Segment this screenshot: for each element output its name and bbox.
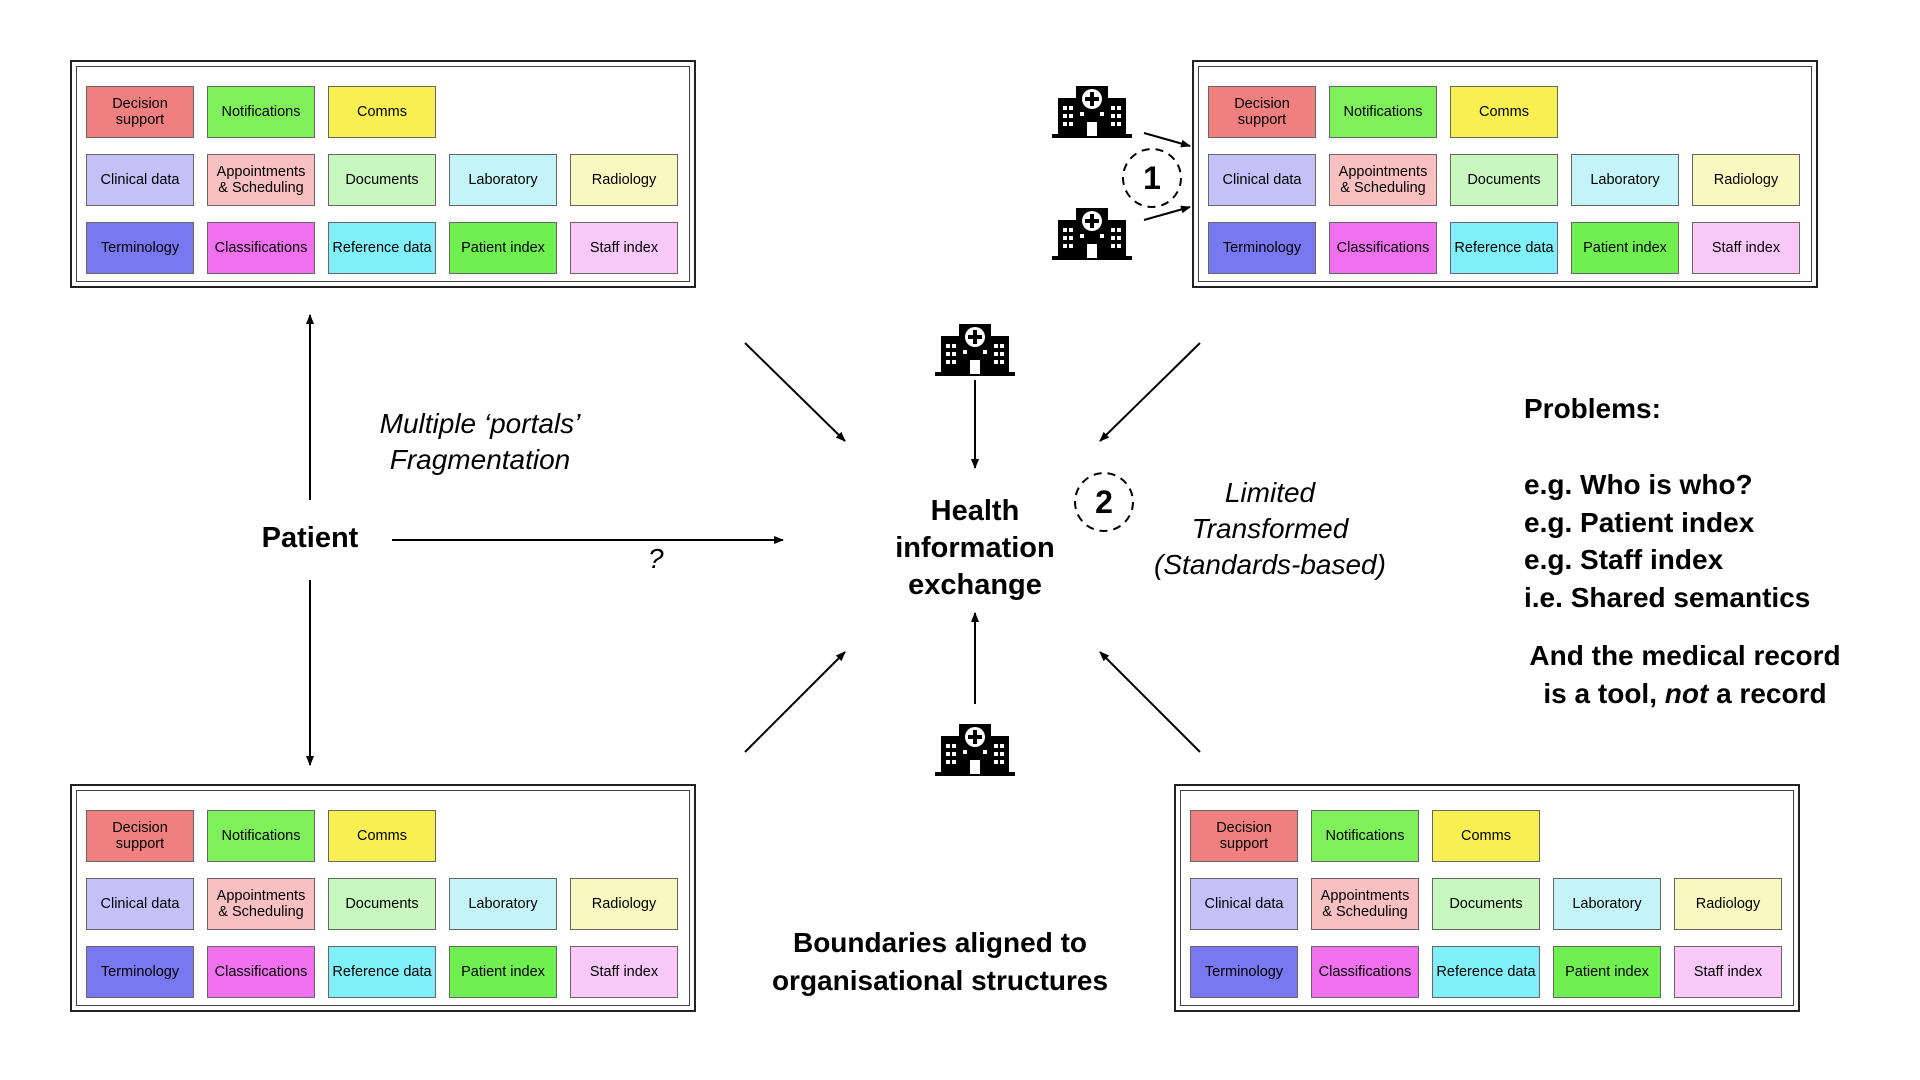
module-patient-index: Patient index bbox=[449, 946, 557, 998]
badge-2-circle bbox=[1074, 472, 1134, 532]
problems-title: Problems: bbox=[1524, 393, 1661, 424]
limited-label: Limited Transformed (Standards-based) bbox=[1154, 477, 1386, 580]
module-clinical-data: Clinical data bbox=[86, 154, 194, 206]
medical-record-note: And the medical record is a tool, not a … bbox=[1500, 637, 1870, 712]
module-terminology: Terminology bbox=[86, 946, 194, 998]
medical-record-suffix: a record bbox=[1708, 677, 1827, 709]
module-notifications: Notifications bbox=[1329, 86, 1437, 138]
module-staff-index: Staff index bbox=[570, 222, 678, 274]
module-notifications: Notifications bbox=[207, 86, 315, 138]
panel-inner bbox=[76, 66, 690, 282]
panel-inner bbox=[76, 790, 690, 1006]
module-reference-data: Reference data bbox=[1432, 946, 1540, 998]
module-appointments-scheduling: Appointments & Scheduling bbox=[207, 878, 315, 930]
module-radiology: Radiology bbox=[1674, 878, 1782, 930]
module-staff-index: Staff index bbox=[1674, 946, 1782, 998]
hospital-icon bbox=[1052, 208, 1132, 260]
badge-1-label: 1 bbox=[1143, 160, 1161, 196]
module-laboratory: Laboratory bbox=[1553, 878, 1661, 930]
module-documents: Documents bbox=[1450, 154, 1558, 206]
module-patient-index: Patient index bbox=[1571, 222, 1679, 274]
patient-label: Patient bbox=[261, 522, 359, 554]
module-clinical-data: Clinical data bbox=[1208, 154, 1316, 206]
module-reference-data: Reference data bbox=[328, 222, 436, 274]
module-appointments-scheduling: Appointments & Scheduling bbox=[1329, 154, 1437, 206]
arrow-topright-to-hie bbox=[1099, 342, 1201, 442]
module-patient-index: Patient index bbox=[1553, 946, 1661, 998]
module-laboratory: Laboratory bbox=[449, 878, 557, 930]
medical-record-prefix: And the medical record is a tool, bbox=[1529, 640, 1841, 709]
module-classifications: Classifications bbox=[1329, 222, 1437, 274]
module-reference-data: Reference data bbox=[328, 946, 436, 998]
module-classifications: Classifications bbox=[1311, 946, 1419, 998]
arrow-bottomright-to-hie bbox=[1099, 651, 1201, 753]
module-patient-index: Patient index bbox=[449, 222, 557, 274]
module-staff-index: Staff index bbox=[570, 946, 678, 998]
module-radiology: Radiology bbox=[570, 154, 678, 206]
module-decision-support: Decision support bbox=[86, 810, 194, 862]
question-mark: ? bbox=[648, 543, 664, 574]
medical-record-emphasis: not bbox=[1664, 677, 1709, 709]
module-terminology: Terminology bbox=[1190, 946, 1298, 998]
arrow-hospital-a-to-panel bbox=[1143, 132, 1191, 148]
module-comms: Comms bbox=[1450, 86, 1558, 138]
module-clinical-data: Clinical data bbox=[86, 878, 194, 930]
panel-inner bbox=[1198, 66, 1812, 282]
hospital-icon bbox=[935, 324, 1015, 376]
module-decision-support: Decision support bbox=[86, 86, 194, 138]
badge-1-circle bbox=[1122, 148, 1182, 208]
module-classifications: Classifications bbox=[207, 946, 315, 998]
module-staff-index: Staff index bbox=[1692, 222, 1800, 274]
module-radiology: Radiology bbox=[570, 878, 678, 930]
arrow-hospital-b-to-panel bbox=[1143, 205, 1191, 221]
problems-list: e.g. Who is who? e.g. Patient index e.g.… bbox=[1524, 469, 1811, 613]
panel-inner bbox=[1180, 790, 1794, 1006]
module-comms: Comms bbox=[328, 86, 436, 138]
portals-label: Multiple ‘portals’ Fragmentation bbox=[379, 408, 581, 475]
module-documents: Documents bbox=[328, 878, 436, 930]
module-notifications: Notifications bbox=[207, 810, 315, 862]
module-terminology: Terminology bbox=[86, 222, 194, 274]
badge-2-label: 2 bbox=[1095, 484, 1113, 520]
module-notifications: Notifications bbox=[1311, 810, 1419, 862]
arrow-topleft-to-hie bbox=[744, 342, 846, 442]
hie-label: Health information exchange bbox=[895, 495, 1055, 601]
module-laboratory: Laboratory bbox=[1571, 154, 1679, 206]
module-decision-support: Decision support bbox=[1208, 86, 1316, 138]
module-decision-support: Decision support bbox=[1190, 810, 1298, 862]
module-appointments-scheduling: Appointments & Scheduling bbox=[1311, 878, 1419, 930]
boundaries-label: Boundaries aligned to organisational str… bbox=[771, 927, 1109, 996]
module-comms: Comms bbox=[1432, 810, 1540, 862]
module-comms: Comms bbox=[328, 810, 436, 862]
hospital-icon bbox=[935, 724, 1015, 776]
module-clinical-data: Clinical data bbox=[1190, 878, 1298, 930]
module-documents: Documents bbox=[1432, 878, 1540, 930]
arrow-bottomleft-to-hie bbox=[744, 651, 846, 753]
module-classifications: Classifications bbox=[207, 222, 315, 274]
module-laboratory: Laboratory bbox=[449, 154, 557, 206]
module-documents: Documents bbox=[328, 154, 436, 206]
module-appointments-scheduling: Appointments & Scheduling bbox=[207, 154, 315, 206]
module-radiology: Radiology bbox=[1692, 154, 1800, 206]
module-reference-data: Reference data bbox=[1450, 222, 1558, 274]
hospital-icon bbox=[1052, 86, 1132, 138]
module-terminology: Terminology bbox=[1208, 222, 1316, 274]
